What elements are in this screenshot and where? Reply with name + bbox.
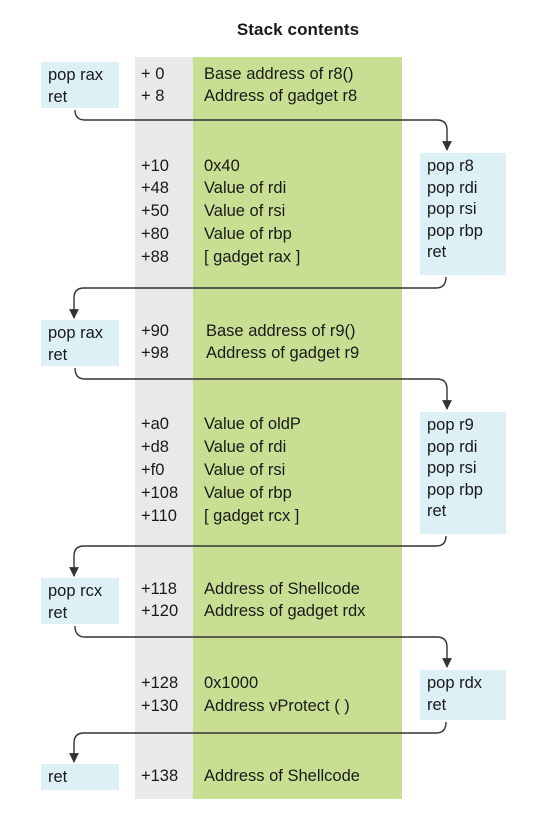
arrow-ret-to-pop-rcx [69, 535, 447, 577]
gadget-instruction: pop rsi [427, 200, 477, 218]
stack-value: [ gadget rcx ] [204, 507, 300, 525]
stack-value: Value of rsi [204, 461, 286, 479]
stack-value: Address of gadget r9 [206, 344, 360, 362]
arrow-ret-to-pop-r8 [74, 109, 452, 151]
gadget-instruction: ret [427, 695, 447, 714]
stack-value: Value of rsi [204, 202, 286, 220]
arrow-ret-to-pop-rdx [74, 625, 452, 668]
gadget-instruction: pop rdi [427, 437, 478, 456]
gadget-box-pop-rax-1: pop rax ret [41, 62, 119, 108]
stack-offset: +98 [141, 344, 169, 362]
gadget-instruction: pop rbp [427, 221, 483, 240]
stack-value: Base address of r8() [204, 65, 354, 83]
gadget-instruction: pop rdx [427, 674, 483, 692]
gadget-instruction: pop rsi [427, 459, 477, 477]
stack-value: Address of gadget rdx [204, 602, 366, 620]
stack-value: Value of rdi [204, 179, 287, 197]
gadget-instruction: pop rdi [427, 178, 478, 197]
stack-value: Address of Shellcode [204, 767, 360, 785]
stack-offset: +88 [141, 248, 169, 266]
gadget-instruction: ret [48, 345, 68, 364]
gadget-box-pop-r8: pop r8 pop rdi pop rsi pop rbp ret [420, 153, 506, 275]
arrow-ret-to-pop-rax [69, 276, 447, 319]
stack-offset-column [135, 57, 193, 799]
stack-value: Address of gadget r8 [204, 87, 358, 105]
gadget-instruction: pop rbp [427, 480, 483, 499]
stack-offset: +118 [141, 580, 177, 598]
stack-offset: +128 [141, 674, 179, 692]
stack-value: 0x40 [204, 157, 240, 175]
gadget-instruction: pop rcx [48, 582, 103, 600]
stack-value: Address of Shellcode [204, 580, 360, 598]
gadget-instruction: pop r9 [427, 416, 474, 434]
stack-value: [ gadget rax ] [204, 248, 301, 266]
stack-offset: +130 [141, 697, 179, 715]
stack-offset: +48 [141, 179, 169, 197]
gadget-box-ret: ret [41, 764, 119, 790]
stack-content-column [193, 57, 402, 799]
gadget-instruction: ret [427, 502, 447, 520]
stack-offset: + 8 [141, 87, 165, 105]
stack-offset: + 0 [141, 65, 165, 83]
gadget-box-pop-r9: pop r9 pop rdi pop rsi pop rbp ret [420, 412, 506, 534]
gadget-instruction: ret [427, 243, 447, 261]
gadget-instruction: ret [48, 603, 68, 622]
stack-value: Value of rbp [204, 484, 292, 502]
stack-offset: +138 [141, 767, 179, 785]
stack-offset: +a0 [141, 415, 169, 433]
stack-offset: +f0 [141, 461, 165, 479]
stack-offset: +50 [141, 202, 169, 220]
gadget-box-pop-rcx: pop rcx ret [41, 578, 119, 624]
stack-offset: +10 [141, 157, 169, 175]
arrow-ret-to-ret [69, 721, 447, 763]
stack-value: Value of rbp [204, 225, 292, 243]
stack-offset: +80 [141, 225, 169, 243]
stack-offset: +d8 [141, 438, 169, 456]
gadget-instruction: ret [48, 768, 68, 786]
stack-value: Address vProtect ( ) [204, 697, 350, 715]
diagram-title: Stack contents [236, 20, 360, 39]
stack-value: 0x1000 [204, 674, 259, 692]
arrow-ret-to-pop-r9 [74, 367, 452, 410]
gadget-box-pop-rax-2: pop rax ret [41, 320, 119, 366]
stack-value: Base address of r9() [206, 322, 356, 340]
gadget-box-pop-rdx: pop rdx ret [420, 670, 506, 720]
gadget-instruction: pop rax [48, 66, 104, 84]
stack-offset: +108 [141, 484, 179, 502]
stack-value: Value of rdi [204, 438, 287, 456]
stack-value: Value of oldP [204, 415, 301, 433]
gadget-instruction: ret [48, 87, 68, 106]
stack-offset: +120 [141, 602, 179, 620]
gadget-instruction: pop rax [48, 324, 104, 342]
stack-offset: +110 [141, 507, 177, 525]
stack-offset: +90 [141, 322, 169, 340]
gadget-instruction: pop r8 [427, 157, 474, 175]
